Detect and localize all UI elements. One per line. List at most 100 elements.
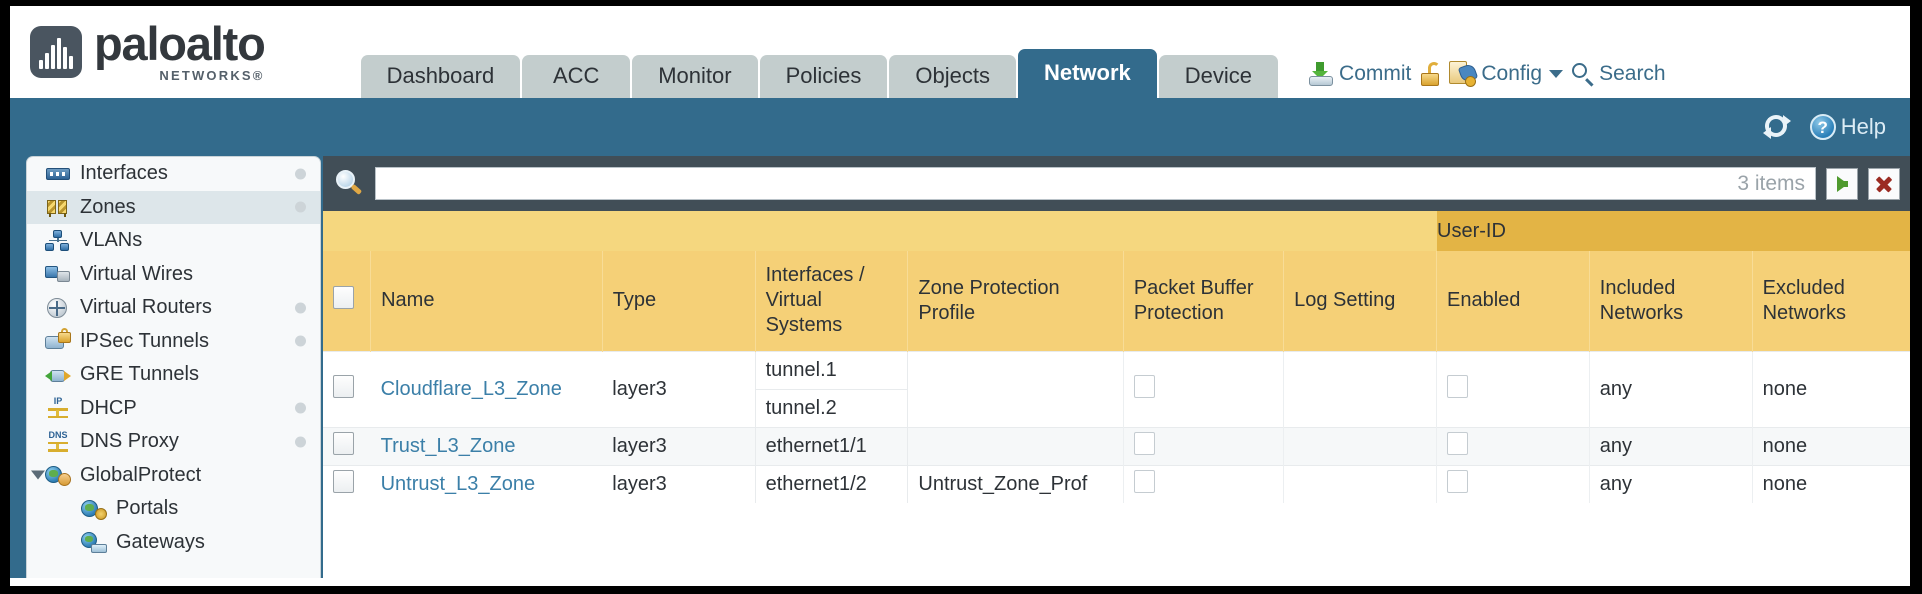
- cell-log-setting: [1283, 426, 1437, 465]
- tab-monitor[interactable]: Monitor: [632, 54, 758, 98]
- search-label: Search: [1599, 61, 1666, 85]
- tab-device[interactable]: Device: [1158, 54, 1279, 98]
- sidebar-item-virtual-routers[interactable]: Virtual Routers: [27, 291, 320, 325]
- packet-buffer-protection-checkbox[interactable]: [1133, 469, 1155, 493]
- items-count-label: 3 items: [1737, 171, 1805, 195]
- cell-interface: ethernet1/2: [754, 464, 909, 503]
- group-header-spacer: [323, 211, 1437, 251]
- sidebar-item-zones[interactable]: Zones: [27, 190, 320, 224]
- zones-content-panel: 3 items: [323, 156, 1910, 578]
- select-all-header: [323, 251, 371, 351]
- status-dot: [295, 402, 306, 414]
- refresh-icon[interactable]: [1762, 114, 1792, 140]
- column-header-log-setting[interactable]: Log Setting: [1283, 251, 1437, 351]
- config-menu-button[interactable]: Config: [1449, 61, 1564, 87]
- sidebar-item-label: Virtual Routers: [80, 296, 212, 319]
- sidebar-item-interfaces[interactable]: Interfaces: [27, 157, 320, 191]
- tab-policies[interactable]: Policies: [759, 54, 888, 98]
- commit-disk-icon: [1308, 61, 1334, 86]
- row-checkbox[interactable]: [333, 469, 354, 493]
- sidebar-item-label: Virtual Wires: [80, 262, 193, 285]
- tab-acc[interactable]: ACC: [522, 54, 631, 98]
- apply-filter-button[interactable]: [1826, 167, 1858, 200]
- sidebar-item-label: Interfaces: [80, 162, 168, 185]
- globalprotect-icon: [45, 464, 71, 487]
- column-header-excluded-networks[interactable]: Excluded Networks: [1751, 251, 1910, 351]
- cell-userid-enabled: [1436, 426, 1590, 465]
- zone-name-link[interactable]: Untrust_L3_Zone: [380, 472, 536, 495]
- packet-buffer-protection-checkbox[interactable]: [1133, 374, 1155, 398]
- zones-table: User-ID Name Type Interfaces / Virtual S…: [323, 211, 1910, 503]
- sidebar-item-portals[interactable]: Portals: [27, 492, 320, 526]
- userid-enabled-checkbox[interactable]: [1447, 431, 1468, 455]
- search-magnifier-icon[interactable]: [335, 169, 365, 199]
- app-header: paloalto NETWORKS® Dashboard ACC Monitor…: [10, 6, 1910, 98]
- chevron-down-icon: [1549, 69, 1564, 78]
- expander-triangle-icon[interactable]: [31, 470, 45, 480]
- table-row[interactable]: Cloudflare_L3_Zone layer3 tunnel.1: [323, 350, 1910, 427]
- sidebar-item-vlans[interactable]: VLANs: [27, 224, 320, 258]
- column-header-included-networks[interactable]: Included Networks: [1588, 251, 1753, 351]
- sidebar-item-virtual-wires[interactable]: Virtual Wires: [27, 258, 320, 292]
- cell-included-networks: any: [1589, 464, 1753, 503]
- column-header-packet-buffer-protection[interactable]: Packet Buffer Protection: [1122, 251, 1284, 351]
- column-header-type[interactable]: Type: [601, 251, 756, 351]
- sidebar-item-ipsec-tunnels[interactable]: IPSec Tunnels: [27, 325, 320, 359]
- column-header-enabled[interactable]: Enabled: [1436, 251, 1590, 351]
- packet-buffer-protection-checkbox[interactable]: [1133, 431, 1155, 455]
- dhcp-icon: IP: [45, 397, 71, 419]
- cell-userid-enabled: [1436, 350, 1590, 427]
- cell-interface: ethernet1/1: [754, 426, 909, 465]
- cell-type: layer3: [602, 350, 756, 427]
- select-all-checkbox[interactable]: [333, 285, 354, 309]
- table-column-header-row: Name Type Interfaces / Virtual Systems Z…: [323, 251, 1910, 351]
- filter-bar: 3 items: [323, 156, 1910, 211]
- unlocked-padlock-icon[interactable]: [1420, 61, 1441, 86]
- help-button[interactable]: ? Help: [1809, 114, 1886, 140]
- tab-network[interactable]: Network: [1017, 48, 1157, 98]
- sidebar-item-dhcp[interactable]: IP DHCP: [27, 392, 320, 426]
- column-header-name[interactable]: Name: [370, 251, 603, 351]
- column-header-zone-protection-profile[interactable]: Zone Protection Profile: [907, 251, 1124, 351]
- sidebar-item-gateways[interactable]: Gateways: [27, 526, 320, 560]
- cell-included-networks: any: [1589, 350, 1753, 427]
- interfaces-icon: [45, 163, 71, 185]
- cell-packet-buffer-protection: [1122, 350, 1285, 427]
- column-header-interfaces[interactable]: Interfaces / Virtual Systems: [754, 251, 908, 351]
- filter-search-input[interactable]: 3 items: [375, 167, 1816, 200]
- clear-filter-button[interactable]: [1868, 167, 1900, 200]
- commit-button[interactable]: Commit: [1308, 61, 1411, 86]
- tab-objects[interactable]: Objects: [889, 54, 1016, 98]
- tab-dashboard[interactable]: Dashboard: [360, 54, 521, 98]
- userid-enabled-checkbox[interactable]: [1447, 469, 1468, 493]
- main-tabs: Dashboard ACC Monitor Policies Objects N…: [360, 6, 1279, 98]
- row-checkbox[interactable]: [333, 431, 354, 455]
- group-header-userid: User-ID: [1436, 211, 1910, 251]
- userid-enabled-checkbox[interactable]: [1447, 374, 1468, 398]
- sidebar-item-label: GRE Tunnels: [80, 363, 199, 386]
- config-label: Config: [1481, 61, 1543, 85]
- header-toolbar: Commit Config Search: [1308, 61, 1666, 87]
- cell-name: Cloudflare_L3_Zone: [370, 350, 603, 427]
- search-button[interactable]: Search: [1572, 61, 1666, 87]
- sidebar-item-globalprotect[interactable]: GlobalProtect: [27, 459, 320, 493]
- dns-proxy-icon: DNS: [45, 430, 71, 453]
- ipsec-tunnels-icon: [45, 328, 71, 352]
- cell-included-networks: any: [1589, 426, 1753, 465]
- sidebar-item-label: Gateways: [116, 530, 205, 553]
- green-arrow-apply-icon: [1836, 175, 1848, 192]
- portals-icon: [81, 498, 107, 520]
- cell-userid-enabled: [1436, 464, 1590, 503]
- cell-interface: tunnel.2: [754, 388, 909, 427]
- status-dot: [295, 436, 306, 448]
- secondary-toolbar: ? Help: [10, 98, 1910, 156]
- sidebar-item-dns-proxy[interactable]: DNS DNS Proxy: [27, 425, 320, 459]
- virtual-wires-icon: [45, 263, 71, 285]
- row-checkbox[interactable]: [333, 374, 354, 398]
- table-row-continuation[interactable]: tunnel.2: [323, 388, 1910, 427]
- table-row[interactable]: Untrust_L3_Zone layer3 ethernet1/2 Untru…: [323, 464, 1910, 503]
- table-row[interactable]: Trust_L3_Zone layer3 ethernet1/1: [323, 426, 1910, 465]
- zone-name-link[interactable]: Cloudflare_L3_Zone: [380, 377, 562, 400]
- zone-name-link[interactable]: Trust_L3_Zone: [380, 434, 516, 457]
- sidebar-item-gre-tunnels[interactable]: GRE Tunnels: [27, 358, 320, 392]
